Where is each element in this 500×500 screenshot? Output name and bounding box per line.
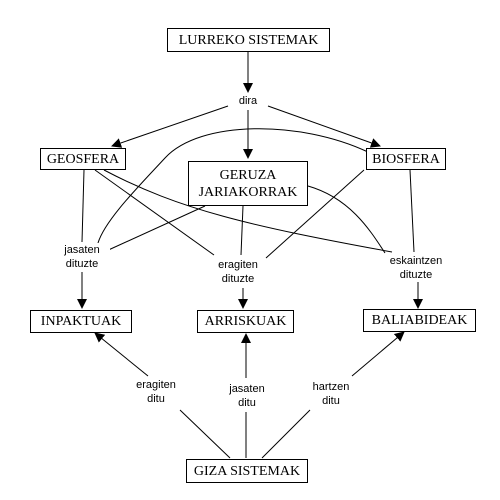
label-hartzen-ditu: hartzen ditu xyxy=(306,380,356,408)
label-eskaintzen-dituzte-line1: eskaintzen xyxy=(389,255,443,267)
edge-biosfera-eragiten xyxy=(265,169,365,259)
label-jasaten-ditu: jasaten ditu xyxy=(222,382,272,410)
label-jasaten-dituzte-line2: dituzte xyxy=(65,258,99,270)
label-eragiten-ditu-line1: eragiten xyxy=(136,379,176,391)
edge-geosfera-eskaintzen xyxy=(103,169,393,253)
label-jasaten-dituzte-line1: jasaten xyxy=(64,244,100,256)
node-arriskuak: ARRISKUAK xyxy=(197,310,294,333)
node-inpaktuak: INPAKTUAK xyxy=(30,310,132,333)
edge-hartzen-baliabideak xyxy=(351,331,405,377)
node-geruza-line1: GERUZA xyxy=(219,167,277,183)
label-dira: dira xyxy=(232,94,264,108)
edge-geruza-jasaten xyxy=(103,205,206,253)
edge-biosfera-eskaintzen xyxy=(409,169,415,253)
label-hartzen-ditu-line2: ditu xyxy=(322,395,340,407)
node-biosfera: BIOSFERA xyxy=(366,148,446,170)
node-lurreko-sistemak: LURREKO SISTEMAK xyxy=(167,28,330,52)
edge-geruza-eragiten xyxy=(240,205,244,256)
edge-geruza-eskaintzen xyxy=(307,185,386,254)
edge-giza-eragiten xyxy=(179,409,231,459)
label-eragiten-dituzte-line2: dituzte xyxy=(221,273,255,285)
node-giza-sistemak: GIZA SISTEMAK xyxy=(186,459,308,483)
node-baliabideak: BALIABIDEAK xyxy=(363,309,476,332)
edge-biosfera-jasaten xyxy=(97,128,369,244)
edge-geosfera-eragiten xyxy=(94,169,215,256)
label-eragiten-ditu-line2: ditu xyxy=(147,393,165,405)
label-hartzen-ditu-line1: hartzen xyxy=(312,381,350,393)
node-geruza-jariakorrak: GERUZA JARIAKORRAK xyxy=(188,161,308,206)
edge-dira-biosfera xyxy=(267,105,381,148)
edge-dira-geosfera xyxy=(111,105,229,148)
edge-giza-hartzen xyxy=(261,409,311,459)
label-eragiten-dituzte-line1: eragiten xyxy=(218,259,258,271)
label-eragiten-dituzte: eragiten dituzte xyxy=(210,258,266,286)
label-jasaten-dituzte: jasaten dituzte xyxy=(54,243,110,271)
label-eskaintzen-dituzte-line2: dituzte xyxy=(399,269,433,281)
edge-geosfera-jasaten xyxy=(81,169,85,243)
label-eskaintzen-dituzte: eskaintzen dituzte xyxy=(383,254,449,282)
edge-eragiten-inpaktuak xyxy=(94,332,149,377)
node-geosfera: GEOSFERA xyxy=(40,148,126,170)
label-eragiten-ditu: eragiten ditu xyxy=(128,378,184,406)
label-jasaten-ditu-line1: jasaten xyxy=(229,383,265,395)
node-geruza-line2: JARIAKORRAK xyxy=(198,184,298,200)
label-jasaten-ditu-line2: ditu xyxy=(238,397,256,409)
